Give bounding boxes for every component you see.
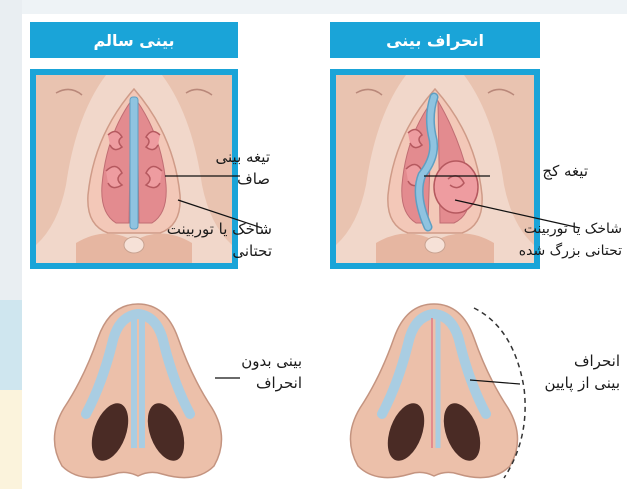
label-deviated-septum: تیغه کج	[492, 160, 588, 182]
label-nose-without-deviation: بینی بدون انحراف	[236, 350, 302, 394]
header-healthy-nose: بینی سالم	[30, 22, 238, 58]
header-healthy-nose-text: بینی سالم	[93, 31, 174, 50]
healthy-nose-bottom-illustration	[40, 298, 236, 484]
background-strip-left-bottom	[0, 390, 22, 489]
label-deviated-nose-from-below: انحراف بینی از پایین	[502, 350, 620, 394]
background-strip-left-top	[0, 0, 22, 300]
header-deviated-nose-text: انحراف بینی	[386, 31, 484, 50]
background-strip-left-mid	[0, 300, 22, 390]
background-strip-top	[0, 0, 627, 14]
label-lower-turbinate-healthy: شاخک یا توربینت تحتانی	[146, 218, 272, 262]
header-deviated-nose: انحراف بینی	[330, 22, 540, 58]
label-straight-septum: تیغه بینی صاف	[168, 146, 270, 190]
label-enlarged-lower-turbinate: شاخک یا توربینت تحتانی بزرگ شده	[460, 218, 622, 262]
